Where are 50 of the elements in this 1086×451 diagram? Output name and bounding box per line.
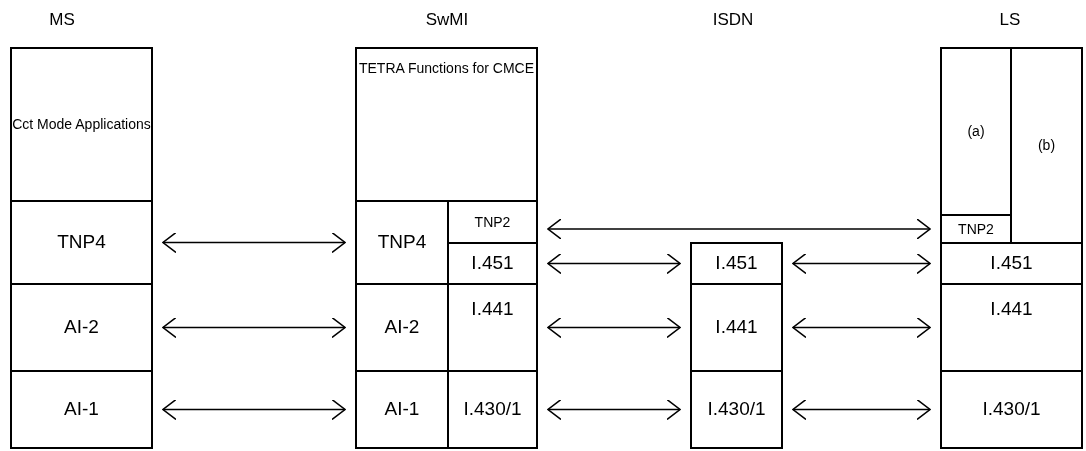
protocol-layer-box xyxy=(940,47,1012,216)
double-arrow xyxy=(792,316,931,339)
layer-name: AI-1 xyxy=(384,397,420,422)
layer-name: I.430/1 xyxy=(707,397,766,422)
layer-name: TETRA Functions for CMCE xyxy=(358,59,534,78)
double-arrow xyxy=(792,252,931,275)
protocol-layer-box xyxy=(355,370,449,449)
column-heading: SwMI xyxy=(425,10,469,30)
layer-name: I.441 xyxy=(471,297,514,321)
layer-name: TNP4 xyxy=(377,230,427,255)
double-arrow xyxy=(547,316,681,339)
layer-name: AI-1 xyxy=(64,397,99,422)
layer-name: I.451 xyxy=(990,251,1033,276)
protocol-layer-box xyxy=(940,242,1083,285)
protocol-layer-box xyxy=(690,283,783,372)
protocol-layer-box xyxy=(940,370,1083,449)
layer-name: I.430/1 xyxy=(463,397,522,422)
column-heading: ISDN xyxy=(712,10,754,30)
double-arrow xyxy=(547,218,931,240)
protocol-layer-box xyxy=(10,47,153,202)
layer-name: TNP4 xyxy=(57,230,106,255)
layer-name: TNP2 xyxy=(958,219,994,239)
layer-name: (b) xyxy=(1037,136,1056,156)
protocol-layer-box xyxy=(1010,47,1083,244)
protocol-layer-box xyxy=(10,370,153,449)
double-arrow xyxy=(547,252,681,275)
layer-name: AI-2 xyxy=(64,315,99,340)
double-arrow xyxy=(547,398,681,421)
protocol-layer-box xyxy=(690,242,783,285)
double-arrow xyxy=(162,316,346,339)
layer-name: Cct Mode Applications xyxy=(12,115,151,135)
protocol-layer-box xyxy=(940,283,1083,372)
protocol-layer-box xyxy=(690,370,783,449)
column-heading: LS xyxy=(999,10,1021,30)
double-arrow xyxy=(162,398,346,421)
protocol-layer-box xyxy=(10,200,153,285)
column-heading: MS xyxy=(49,10,75,30)
layer-name: I.441 xyxy=(990,297,1033,321)
layer-name: I.430/1 xyxy=(982,397,1041,422)
layer-name: TNP2 xyxy=(474,212,511,232)
protocol-layer-box xyxy=(355,47,538,202)
protocol-layer-box xyxy=(447,370,538,449)
layer-name: (a) xyxy=(967,122,985,142)
layer-name: AI-2 xyxy=(384,315,420,340)
protocol-layer-box xyxy=(10,283,153,372)
layer-name: I.441 xyxy=(715,315,758,340)
double-arrow xyxy=(162,231,346,254)
layer-name: I.451 xyxy=(715,251,758,276)
layer-name: I.451 xyxy=(471,251,514,276)
double-arrow xyxy=(792,398,931,421)
